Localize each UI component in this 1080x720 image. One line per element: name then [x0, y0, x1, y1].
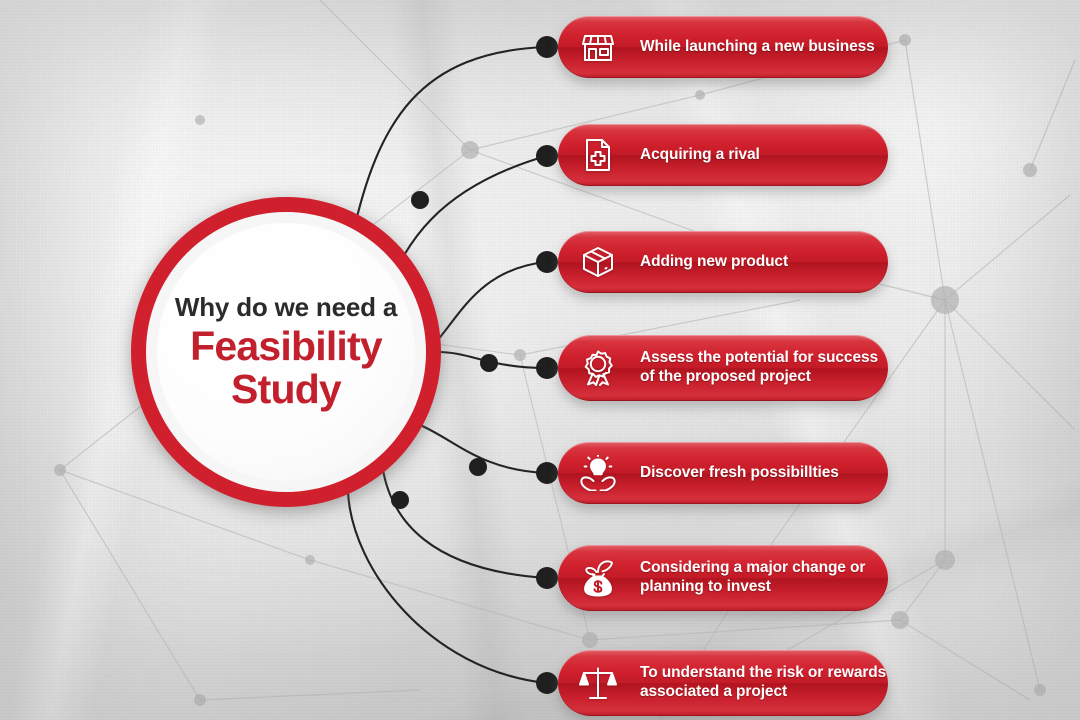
connector-endpoint-dot-5 [536, 462, 558, 484]
connector-endpoint-dot-2 [536, 145, 558, 167]
connector-mid-dot-2 [411, 191, 429, 209]
money-bag-plant-icon [572, 556, 624, 600]
lightbulb-in-hands-icon [572, 451, 624, 495]
item-card-1[interactable]: While launching a new business [558, 16, 888, 78]
connector-line-3 [423, 260, 548, 354]
item-label-3: Adding new product [640, 252, 789, 270]
item-label-1: While launching a new business [640, 37, 875, 55]
connector-endpoint-dot-7 [536, 672, 558, 694]
connector-line-7 [346, 490, 548, 685]
document-plus-icon [572, 133, 624, 177]
connector-endpoint-dot-4 [536, 357, 558, 379]
package-box-icon [572, 240, 624, 284]
connector-line-4 [436, 350, 548, 370]
hub-title-word2: Study [231, 365, 342, 412]
item-label-6: Considering a major change or planning t… [640, 559, 866, 595]
connector-line-6 [381, 468, 548, 580]
item-card-4[interactable]: Assess the potential for success of the … [558, 335, 888, 401]
item-card-3[interactable]: Adding new product [558, 231, 888, 293]
item-label-2: Acquiring a rival [640, 145, 760, 163]
connector-mid-dot-6 [469, 458, 487, 476]
connector-line-1 [350, 45, 548, 240]
item-card-7[interactable]: To understand the risk or rewards associ… [558, 650, 888, 716]
connector-endpoint-dot-1 [536, 36, 558, 58]
connector-mid-dot-7 [391, 491, 409, 509]
connector-endpoint-dot-6 [536, 567, 558, 589]
item-label-4: Assess the potential for success of the … [640, 349, 879, 385]
award-ribbon-icon [572, 346, 624, 390]
item-card-5[interactable]: Discover fresh possibillties [558, 442, 888, 504]
item-label-5: Discover fresh possibillties [640, 463, 839, 481]
item-card-2[interactable]: Acquiring a rival [558, 124, 888, 186]
connector-endpoint-dot-3 [536, 251, 558, 273]
item-card-6[interactable]: Considering a major change or planning t… [558, 545, 888, 611]
hub-subtitle: Why do we need a [174, 292, 398, 323]
connector-line-5 [418, 423, 548, 475]
item-label-7: To understand the risk or rewards associ… [640, 664, 887, 700]
storefront-icon [572, 25, 624, 69]
balance-scales-icon [572, 661, 624, 705]
connector-mid-dot-4 [480, 354, 498, 372]
hub-title-word1: Feasibility [190, 323, 383, 370]
hub-title-card: Why do we need a Feasibility Study [157, 223, 415, 481]
